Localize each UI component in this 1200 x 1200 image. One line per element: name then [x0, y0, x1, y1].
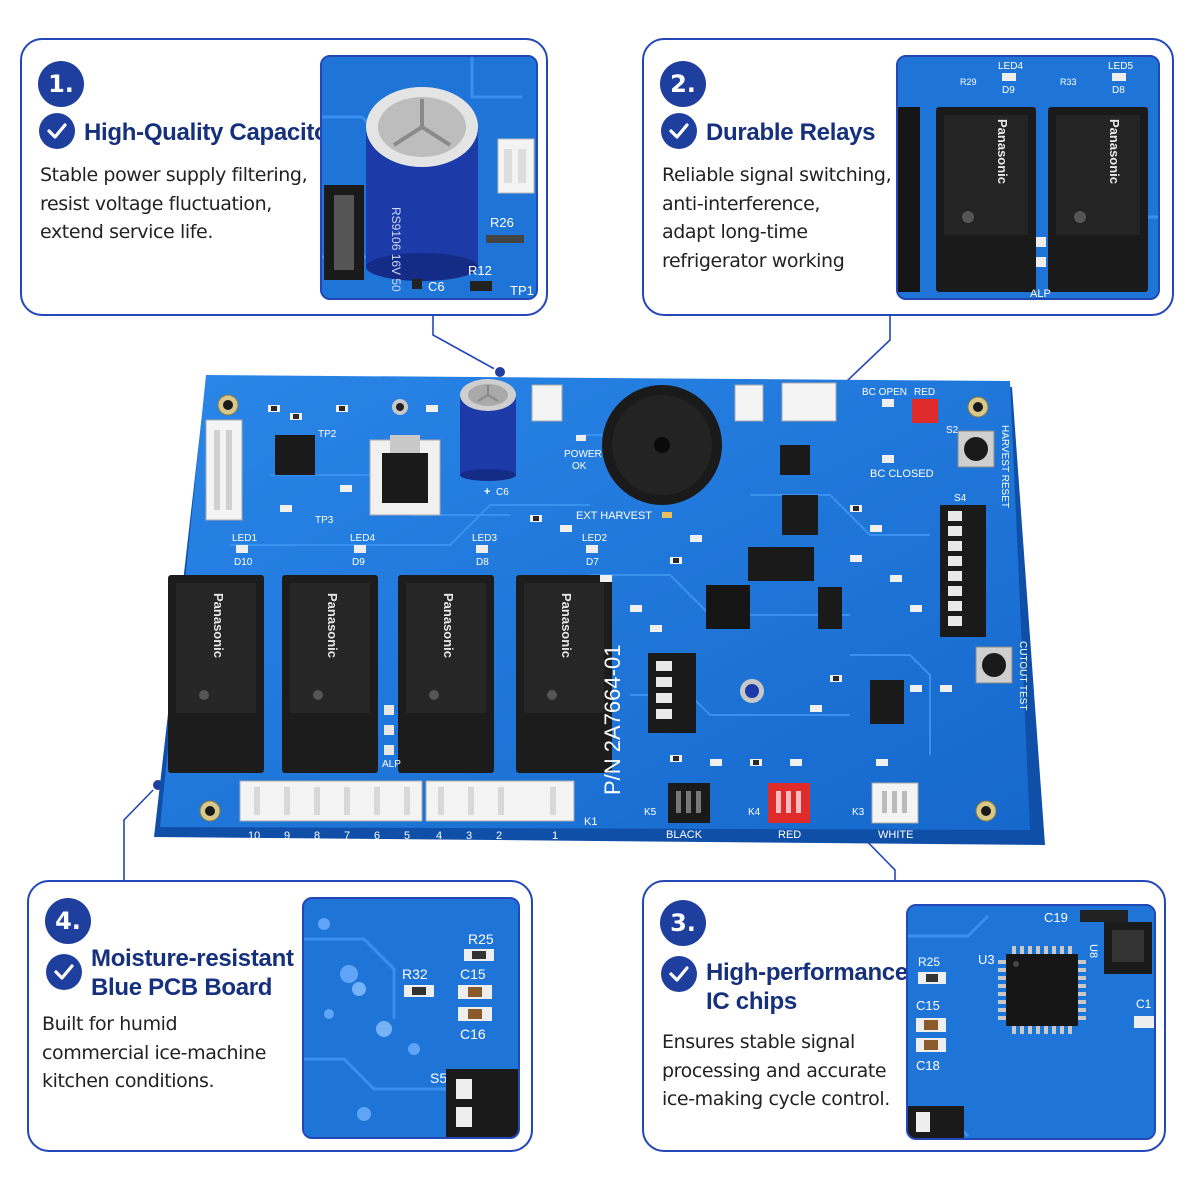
thumb-label: D9 [1002, 85, 1015, 96]
led-label: LED4 [350, 533, 375, 544]
alp-label: ALP [382, 759, 401, 770]
thumb-label: C15 [460, 966, 486, 982]
red-top-label: RED [914, 387, 935, 398]
pin-label: 6 [374, 830, 380, 842]
power-ok-label: OK [572, 461, 587, 472]
feature-description: Ensures stable signal processing and acc… [662, 1031, 890, 1110]
k4-label: K4 [748, 807, 761, 818]
thumb-label: C6 [428, 279, 445, 294]
cutout-test-label: CUTOUT TEST [1017, 641, 1028, 710]
wet-pcb-closeup-image: R25 R32 C15 C16 S5 [302, 897, 520, 1139]
white-label: WHITE [878, 829, 913, 841]
svg-text:RS9106 16V 50: RS9106 16V 50 [389, 207, 403, 292]
thumb-label: S5 [430, 1070, 447, 1086]
feature-title: High-Quality Capacitors [84, 119, 351, 146]
relay-brand: Panasonic [559, 593, 574, 658]
thumb-label: ALP [1030, 288, 1051, 300]
feature-number: 1. [38, 61, 84, 107]
feature-number: 3. [660, 900, 706, 946]
pin-label: 10 [248, 830, 260, 842]
control-board-image: TP2 TP3 C6 + POWER OK EXT HARVEST BC OPE… [150, 375, 1050, 855]
thumb-label: R25 [468, 931, 494, 947]
pin-label: 3 [466, 830, 472, 842]
power-ok-label: POWER [564, 449, 602, 460]
k1-label: K1 [584, 816, 597, 828]
feature-card-capacitors: 1. High-Quality Capacitors Stable power … [20, 38, 548, 316]
ic-chip-closeup-image: C19 U8 U3 R25 C15 C18 C1 [906, 904, 1156, 1140]
k3-label: K3 [852, 807, 865, 818]
bc-closed-label: BC CLOSED [870, 468, 934, 480]
led-d-label: D8 [476, 557, 489, 568]
pin-label: 7 [344, 830, 350, 842]
thumb-brand: Panasonic [1107, 119, 1122, 184]
relay-brand: Panasonic [211, 593, 226, 658]
s4-label: S4 [954, 493, 967, 504]
thumb-label: C18 [916, 1058, 940, 1073]
led-d-label: D7 [586, 557, 599, 568]
thumb-label: R25 [918, 955, 940, 969]
s2-label: S2 [946, 425, 959, 436]
thumb-label: LED5 [1108, 61, 1133, 72]
thumb-label: C1 [1136, 997, 1152, 1011]
led-label: LED1 [232, 533, 257, 544]
c6-label: C6 [496, 487, 509, 498]
thumb-label: U8 [1087, 944, 1099, 958]
thumb-label: R32 [402, 966, 428, 982]
thumb-label: R26 [490, 215, 514, 230]
harvest-reset-label: HARVEST RESET [999, 425, 1010, 508]
pin-label: 1 [552, 830, 558, 842]
thumb-label: D8 [1112, 85, 1125, 96]
capacitor-closeup-image: RS9106 16V 50 R26 + C6 R12 TP1 [320, 55, 538, 300]
feature-title: Moisture-resistant Blue PCB Board [91, 945, 294, 1001]
feature-title: Durable Relays [706, 119, 876, 146]
check-icon [661, 956, 697, 992]
led-d-label: D10 [234, 557, 253, 568]
pin-label: 4 [436, 830, 442, 842]
thumb-brand: Panasonic [995, 119, 1010, 184]
tp2-label: TP2 [318, 429, 337, 440]
feature-number: 2. [660, 61, 706, 107]
feature-card-relays: 2. Durable Relays Reliable signal switch… [642, 38, 1174, 316]
feature-description: Reliable signal switching, anti-interfer… [662, 164, 892, 272]
thumb-label: R29 [960, 77, 977, 87]
thumb-label: C19 [1044, 910, 1068, 925]
led-label: LED3 [472, 533, 497, 544]
thumb-label: LED4 [998, 61, 1023, 72]
svg-text:+: + [484, 486, 490, 498]
thumb-label: C16 [460, 1026, 486, 1042]
black-label: BLACK [666, 829, 703, 841]
check-icon [46, 954, 82, 990]
feature-title: High-performance IC chips [706, 959, 908, 1015]
feature-description: Built for humid commercial ice-machine k… [42, 1013, 266, 1092]
led-label: LED2 [582, 533, 607, 544]
ext-harvest-label: EXT HARVEST [576, 510, 652, 522]
k5-label: K5 [644, 807, 657, 818]
feature-card-ic-chips: 3. High-performance IC chips Ensures sta… [642, 880, 1166, 1152]
red-connector-label: RED [778, 829, 801, 841]
feature-description: Stable power supply filtering, resist vo… [40, 164, 308, 243]
thumb-label: R33 [1060, 77, 1077, 87]
check-icon [661, 113, 697, 149]
feature-number: 4. [45, 898, 91, 944]
tp3-label: TP3 [315, 515, 334, 526]
pin-label: 2 [496, 830, 502, 842]
pin-label: 9 [284, 830, 290, 842]
feature-card-pcb-board: 4. Moisture-resistant Blue PCB Board Bui… [27, 880, 533, 1152]
pin-label: 5 [404, 830, 410, 842]
relay-brand: Panasonic [441, 593, 456, 658]
relay-closeup-image: LED4 LED5 D9 D8 R29 R33 Panasonic Panaso… [896, 55, 1160, 300]
thumb-label: U3 [978, 952, 995, 967]
thumb-label: TP1 [510, 283, 534, 298]
led-d-label: D9 [352, 557, 365, 568]
pin-label: 8 [314, 830, 320, 842]
bc-open-label: BC OPEN [862, 387, 907, 398]
thumb-label: C15 [916, 998, 940, 1013]
part-number: P/N 2A7664-01 [600, 645, 625, 795]
relay-brand: Panasonic [325, 593, 340, 658]
check-icon [39, 113, 75, 149]
thumb-label: R12 [468, 263, 492, 278]
